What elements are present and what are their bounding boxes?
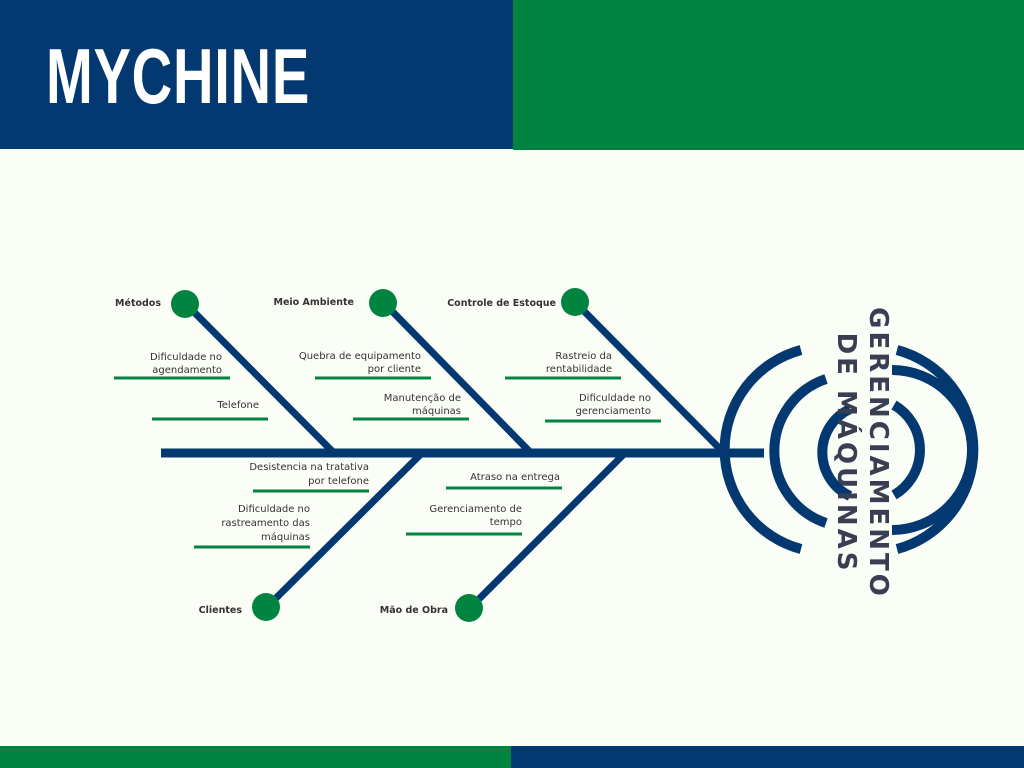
cause-text: Telefone — [216, 400, 259, 411]
head-arc-inner — [817, 404, 853, 501]
cause-text: Rastreio da — [555, 351, 612, 362]
page-title: MYCHINE — [46, 32, 311, 120]
cause-text: rastreamento das — [221, 518, 310, 529]
cause-text: Dificuldade no — [579, 393, 651, 404]
cause-text: Desistencia na tratativa — [249, 462, 369, 473]
cause-text: agendamento — [152, 365, 222, 376]
cause-text: Dificuldade no — [150, 352, 222, 363]
cause-text: tempo — [490, 517, 522, 528]
category-meio-ambiente: Meio Ambiente — [274, 297, 355, 308]
head-arc-middle — [769, 374, 828, 528]
category-controle-estoque: Controle de Estoque — [447, 298, 556, 309]
cause-text: Quebra de equipamento — [299, 351, 421, 362]
bone-controle-estoque — [575, 302, 727, 456]
node-metodos — [171, 290, 199, 318]
node-meio-ambiente — [369, 289, 397, 317]
head-arc-right-middle — [891, 365, 977, 535]
cause-text: gerenciamento — [575, 406, 651, 417]
node-clientes — [252, 593, 280, 621]
cause-text: Gerenciamento de — [429, 504, 522, 515]
node-controle-estoque — [561, 288, 589, 316]
bone-metodos — [185, 303, 337, 456]
head-arc-outer — [719, 345, 803, 554]
header-navy-band — [0, 0, 513, 149]
cause-text: Manutenção de — [384, 393, 461, 404]
effect-line-1: GERENCIAMENTO — [863, 307, 893, 599]
category-mao-de-obra: Mão de Obra — [380, 605, 448, 616]
category-metodos: Métodos — [115, 298, 161, 309]
cause-text: máquinas — [261, 531, 310, 543]
header-green-band — [513, 0, 1024, 150]
footer-green-band — [0, 746, 511, 768]
node-mao-de-obra — [455, 594, 483, 622]
cause-text: máquinas — [412, 405, 461, 417]
bone-clientes — [265, 452, 423, 609]
cause-text: por cliente — [368, 364, 421, 375]
head-arc-right-inner — [891, 400, 925, 500]
bone-meio-ambiente — [383, 302, 534, 456]
cause-text: Dificuldade no — [238, 504, 310, 515]
footer-navy-band — [511, 746, 1024, 768]
effect-line-2: DE MÁQUINAS — [831, 333, 863, 574]
bone-mao-de-obra — [468, 452, 626, 610]
cause-text: rentabilidade — [546, 364, 612, 375]
fish-head — [719, 345, 979, 554]
cause-text: Atraso na entrega — [470, 472, 560, 483]
category-clientes: Clientes — [199, 605, 243, 616]
cause-text: por telefone — [308, 476, 369, 487]
